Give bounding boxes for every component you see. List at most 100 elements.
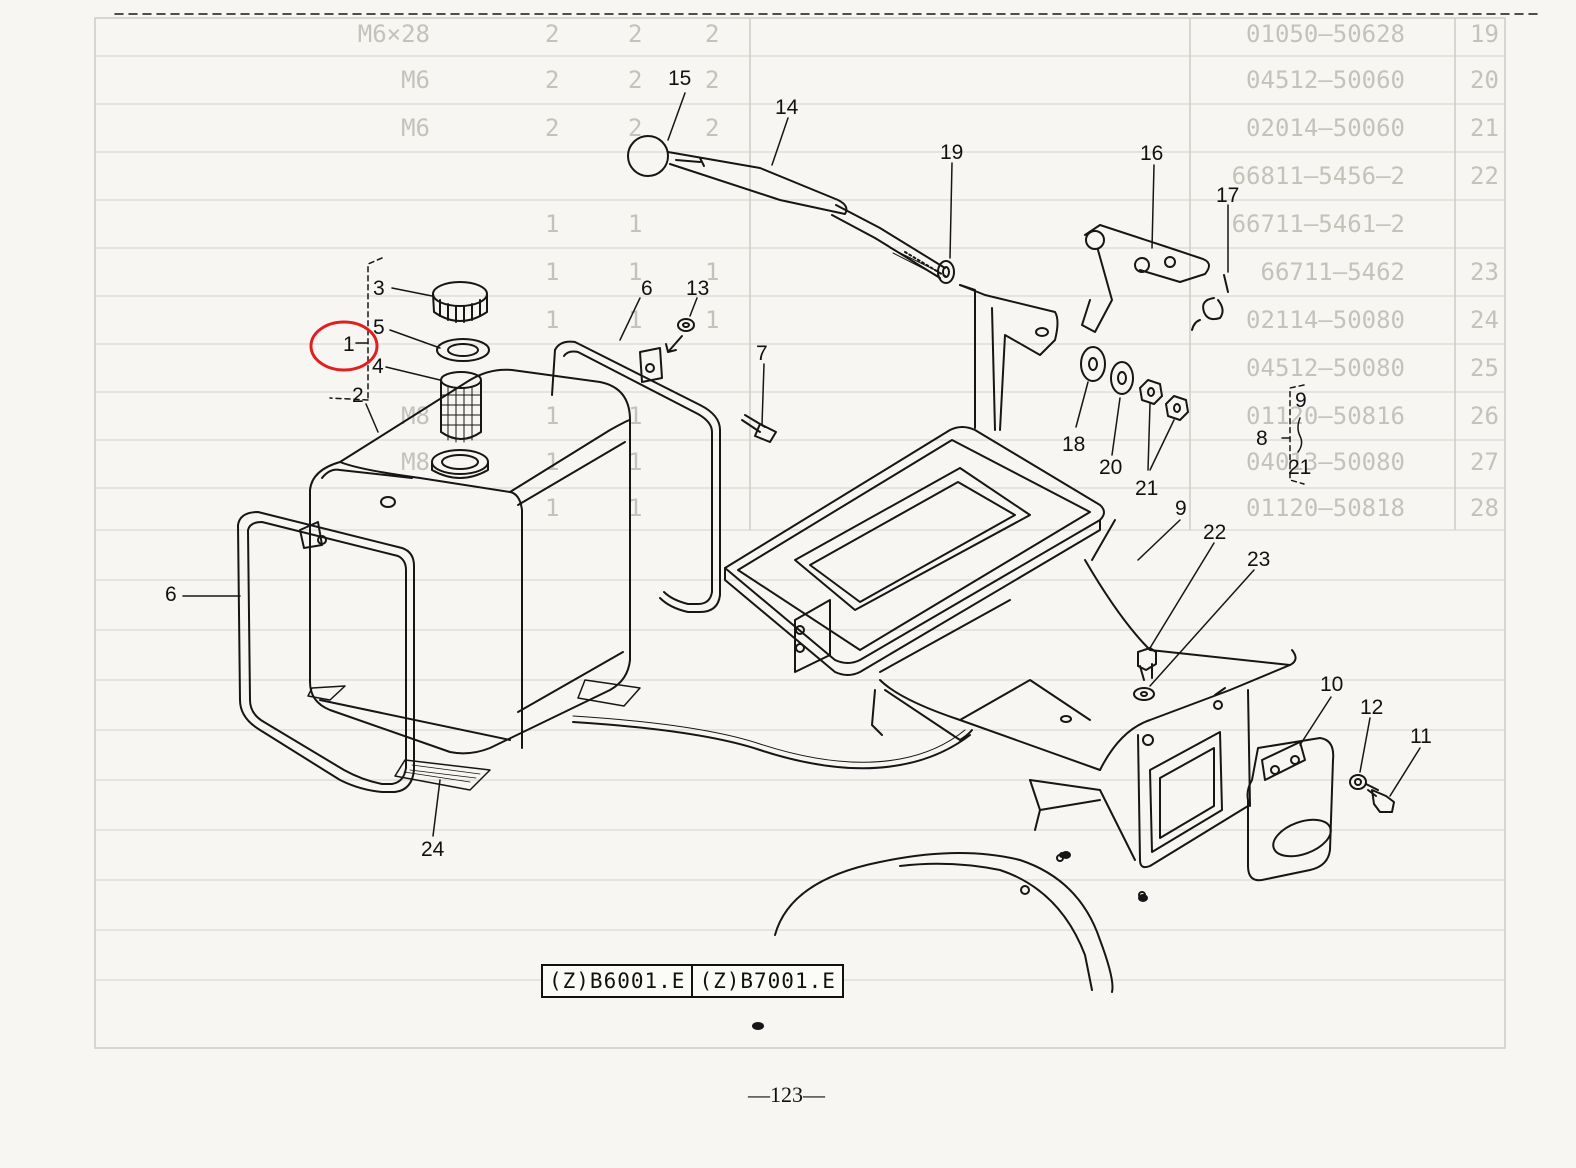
bolt-7	[741, 414, 777, 443]
fuel-strainer	[440, 371, 482, 443]
ghost-row-no: 19	[1470, 20, 1499, 48]
fuel-line	[572, 721, 971, 770]
callout-19: 19	[940, 141, 964, 164]
ghost-row-no: 20	[1470, 66, 1499, 94]
ghost-row-qty: 1	[628, 210, 642, 238]
group-bracket-8	[1289, 384, 1305, 485]
ghost-row-qty: 2	[705, 20, 719, 48]
fuel-line-2	[572, 715, 966, 763]
ghost-row-no: 25	[1470, 354, 1499, 382]
ghost-row-code: 02014–50060	[1246, 114, 1405, 142]
ghost-row-code: 01120–50816	[1246, 402, 1405, 430]
callout-14: 14	[775, 96, 799, 119]
model-code-box: (Z)B6001.E (Z)B7001.E	[541, 964, 844, 998]
ghost-row-code: 66711–5461–2	[1232, 210, 1405, 238]
ghost-row-code: 66811–5456–2	[1232, 162, 1405, 190]
ghost-row-qty: 1	[628, 448, 642, 476]
ghost-row-qty: 1	[545, 210, 559, 238]
washer-12	[1349, 774, 1367, 790]
filler-cap	[432, 281, 488, 323]
bolt-11	[1365, 783, 1395, 813]
highlight-circle	[309, 320, 379, 372]
callout-2: 2	[352, 384, 364, 407]
ghost-row-note: M8	[401, 402, 430, 430]
callout-10: 10	[1320, 673, 1344, 696]
ghost-row-no: 22	[1470, 162, 1499, 190]
callout-17: 17	[1216, 184, 1240, 207]
ghost-row-code: 04013–50080	[1246, 448, 1405, 476]
washer-20	[1110, 361, 1134, 395]
model-code-1: (Z)B6001.E	[549, 969, 686, 993]
group-bracket-1	[329, 257, 383, 401]
ghost-row-qty: 1	[705, 258, 719, 286]
washer-23	[1133, 687, 1155, 701]
lever-14	[627, 135, 946, 279]
ghost-row-code: 04512–50080	[1246, 354, 1405, 382]
callout-6-rear: 6	[641, 277, 653, 300]
nut-21b	[1165, 395, 1189, 421]
ghost-row-qty: 2	[628, 66, 642, 94]
ghost-row-code: 66711–5462	[1261, 258, 1406, 286]
callout-group-brace: }	[1297, 418, 1304, 439]
ghost-row-no: 24	[1470, 306, 1499, 334]
ghost-row-qty: 2	[545, 66, 559, 94]
ghost-row-no: 23	[1470, 258, 1499, 286]
leader-lines	[182, 92, 1421, 837]
side-cover	[1246, 737, 1335, 882]
lever-bracket	[1081, 224, 1229, 333]
washer-19	[937, 260, 955, 284]
ghost-row-qty: 2	[628, 20, 642, 48]
callout-1: 1	[343, 333, 355, 356]
tank-band-front	[237, 511, 415, 793]
ghost-row-qty: 1	[545, 494, 559, 522]
callout-9: 9	[1175, 497, 1187, 520]
ghost-row-qty: 1	[628, 258, 642, 286]
ghost-row-qty: 1	[545, 402, 559, 430]
callout-3: 3	[373, 277, 385, 300]
ghost-row-note: M8	[401, 448, 430, 476]
washer-18	[1080, 346, 1106, 382]
ghost-row-note: M6	[401, 114, 430, 142]
callout-5: 5	[373, 316, 385, 339]
fuel-tank	[309, 368, 631, 755]
callout-18: 18	[1062, 433, 1086, 456]
callout-22: 22	[1203, 521, 1227, 544]
callout-4: 4	[372, 355, 384, 378]
step-frame	[724, 284, 1297, 869]
ghost-row-code: 04512–50060	[1246, 66, 1405, 94]
callout-6-front: 6	[165, 583, 177, 606]
page-number: —123—	[748, 1082, 825, 1107]
nut-21a	[1139, 379, 1163, 405]
gasket	[436, 338, 490, 362]
callout-21: 21	[1135, 477, 1159, 500]
callout-20: 20	[1099, 456, 1123, 479]
ghost-row-qty: 2	[705, 114, 719, 142]
filler-neck	[431, 449, 489, 479]
ghost-row-no: 26	[1470, 402, 1499, 430]
callout-15: 15	[668, 67, 692, 90]
washer-13	[665, 318, 695, 353]
ghost-row-note: M6×28	[358, 20, 430, 48]
ghost-row-code: 02114–50080	[1246, 306, 1405, 334]
bolt-22	[1137, 647, 1157, 681]
callout-16: 16	[1140, 142, 1164, 165]
callout-8: 8	[1256, 427, 1268, 450]
ghost-row-qty: 2	[628, 114, 642, 142]
ghost-row-qty: 2	[545, 20, 559, 48]
callout-24: 24	[421, 838, 445, 861]
callout-13: 13	[686, 277, 710, 300]
mounting-holes	[752, 715, 1148, 1030]
rubber-pads	[307, 679, 641, 791]
ghost-row-qty: 1	[628, 306, 642, 334]
callout-21-group: 21	[1288, 456, 1312, 479]
ghost-row-qty: 2	[545, 114, 559, 142]
ghost-row-code: 01120–50818	[1246, 494, 1405, 522]
ghost-row-note: M6	[401, 66, 430, 94]
callout-23: 23	[1247, 548, 1271, 571]
ghost-row-qty: 1	[545, 258, 559, 286]
ghost-row-no: 28	[1470, 494, 1499, 522]
model-code-2: (Z)B7001.E	[691, 966, 841, 996]
